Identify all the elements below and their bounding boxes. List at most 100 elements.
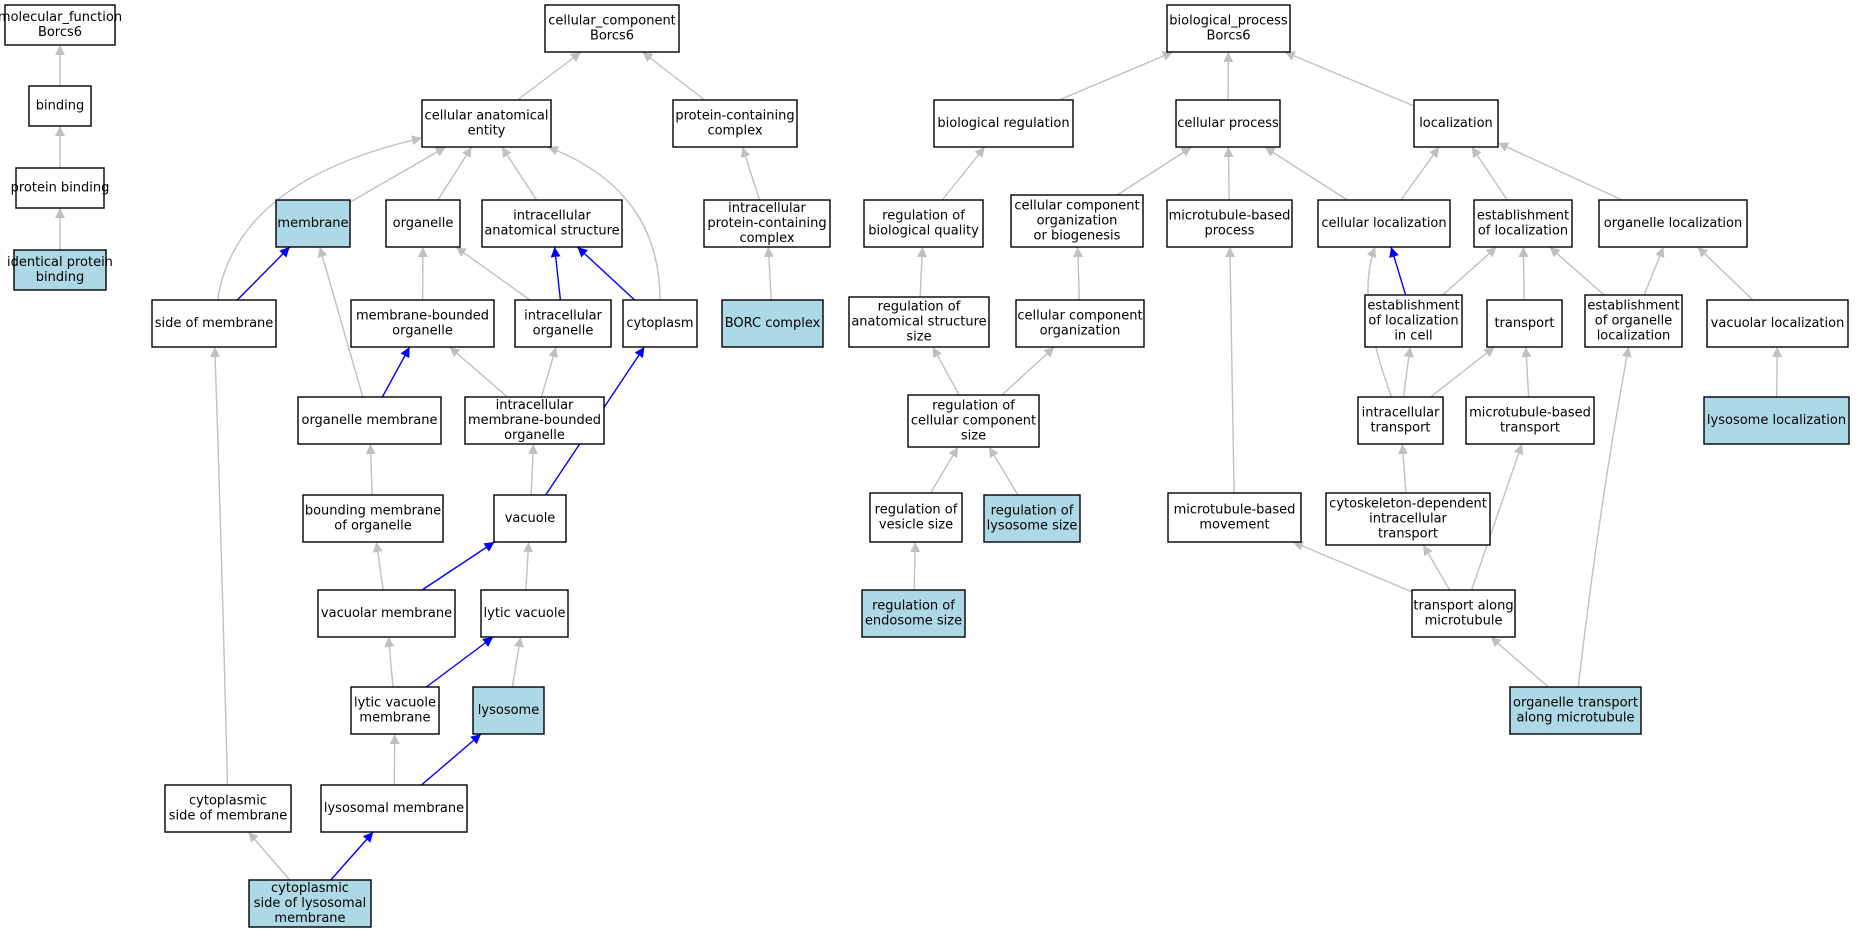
node-label: lysosomal membrane — [324, 801, 464, 816]
edge-elc-to-cell_loc — [1389, 246, 1407, 296]
node-box — [151, 299, 277, 348]
node-side-of-membrane[interactable]: side of membrane — [151, 299, 277, 348]
node-label: intracellular — [513, 209, 591, 224]
node-label: regulation of — [991, 504, 1074, 519]
edge-otam-to-tam — [1490, 636, 1549, 688]
node-organelle[interactable]: organelle — [385, 199, 461, 248]
node-label: lytic vacuole — [484, 606, 566, 621]
node-label: intracellular — [728, 201, 806, 216]
node-label: cytoskeleton-dependent — [1329, 497, 1487, 512]
node-membrane[interactable]: membrane — [275, 199, 351, 248]
node-transport[interactable]: transport — [1486, 299, 1563, 348]
node-label: lysosome — [478, 703, 539, 718]
node-label: protein binding — [11, 181, 110, 196]
node-lysosome[interactable]: lysosome — [472, 686, 545, 735]
node-cytoplasm[interactable]: cytoplasm — [622, 299, 698, 348]
node-label: cytoplasm — [626, 316, 693, 331]
edge-ipcc-to-pcc — [740, 146, 761, 201]
node-label: side of lysosomal — [254, 896, 366, 911]
node-cellular-localization[interactable]: cellular localization — [1317, 199, 1451, 248]
node-box — [317, 589, 456, 638]
node-borc-complex[interactable]: BORC complex — [721, 299, 824, 348]
edge-cell_loc-to-localization — [1400, 146, 1440, 201]
node-protein-binding[interactable]: protein binding — [11, 167, 110, 209]
node-cellular-process[interactable]: cellular process — [1175, 99, 1281, 148]
node-label: Borcs6 — [1206, 29, 1250, 44]
edge-eol-to-org_loc — [1643, 246, 1665, 296]
node-label: organelle transport — [1513, 696, 1638, 711]
node-label: anatomical structure — [851, 315, 986, 330]
node-vacuolar-localization[interactable]: vacuolar localization — [1706, 299, 1849, 348]
node-label: or biogenesis — [1034, 229, 1121, 244]
node-box — [464, 396, 605, 445]
edge-res-to-rvs — [910, 541, 921, 591]
node-label: organelle localization — [1604, 216, 1742, 231]
node-organelle-membrane[interactable]: organelle membrane — [297, 396, 442, 445]
node-organelle-localization[interactable]: organelle localization — [1598, 199, 1748, 248]
node-lysosomal-membrane[interactable]: lysosomal membrane — [320, 784, 468, 833]
node-lytic-vacuole[interactable]: lytic vacuole — [480, 589, 569, 638]
node-box — [421, 99, 552, 148]
node-label: of organelle — [334, 519, 411, 534]
edge-mbp-to-cell_proc — [1223, 146, 1234, 201]
node-box — [1357, 396, 1444, 445]
node-label: organelle — [392, 324, 453, 339]
node-box — [1706, 299, 1849, 348]
node-box — [480, 589, 569, 638]
node-label: localization — [1597, 329, 1671, 344]
node-label: establishment — [1477, 209, 1569, 224]
node-label: vacuolar localization — [1711, 316, 1845, 331]
node-label: cellular component — [911, 414, 1036, 429]
node-box — [28, 85, 92, 127]
node-label: in cell — [1394, 329, 1432, 344]
node-localization[interactable]: localization — [1413, 99, 1499, 148]
node-label: Borcs6 — [38, 25, 82, 40]
node-box — [1703, 396, 1850, 445]
node-box — [493, 494, 567, 543]
node-label: organelle — [504, 428, 565, 443]
node-lysosome-localization[interactable]: lysosome localization — [1703, 396, 1850, 445]
edge-lvm-to-lytic_vacuole — [425, 636, 494, 688]
node-biological-regulation[interactable]: biological regulation — [933, 99, 1074, 148]
node-cytoskeleton-dependent-intracellular-transport[interactable]: cytoskeleton-dependentintracellulartrans… — [1325, 492, 1491, 546]
node-box — [544, 4, 680, 53]
node-vacuolar-membrane[interactable]: vacuolar membrane — [317, 589, 456, 638]
edge-cdit-to-it — [1398, 443, 1409, 494]
node-label: cytoplasmic — [189, 794, 267, 809]
node-vacuole[interactable]: vacuole — [493, 494, 567, 543]
node-binding[interactable]: binding — [28, 85, 92, 127]
